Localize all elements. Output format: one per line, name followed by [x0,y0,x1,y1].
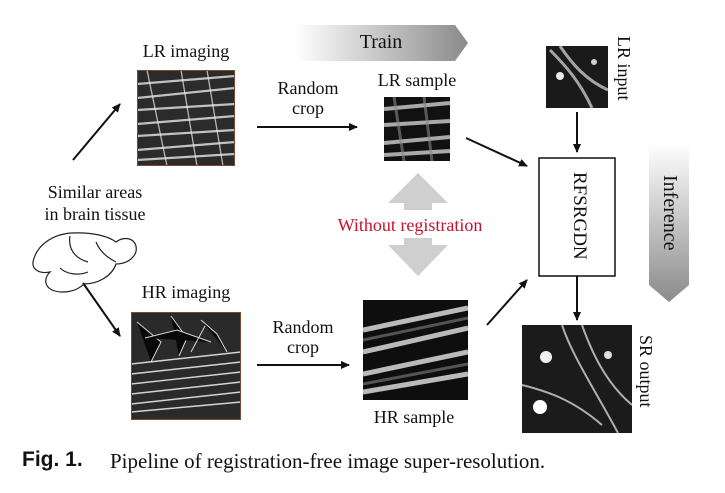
down-gray-arrow [388,238,448,276]
hr-imaging-label: HR imaging [141,282,231,302]
figure-number: Fig. 1. [22,448,83,471]
arrow-hrsample-to-net [486,279,528,326]
hr-sample-image [363,300,468,400]
train-label: Train [359,31,403,53]
random-crop-hr-line1: Random [272,317,334,337]
lr-sample-image [384,97,450,161]
sr-output-image [522,325,632,433]
network-label: RFSRGDN [569,172,590,260]
arrow-lrsample-to-net [465,137,528,167]
network-box [538,157,616,277]
inference-banner-arrow [649,143,689,302]
random-crop-lr-line2: crop [292,98,324,118]
figure-caption: Pipeline of registration-free image supe… [110,449,546,473]
hr-sample-label: HR sample [373,407,455,427]
inference-label: Inference [659,175,681,251]
without-registration-label: Without registration [337,215,483,235]
train-banner-arrow [295,25,468,61]
arrow-tissue-to-hr [82,282,121,337]
arrow-tissue-to-lr [72,103,121,161]
lr-input-label: LR input [614,36,634,101]
similar-areas-line1: Similar areas [47,182,143,202]
random-crop-hr-line2: crop [287,337,319,357]
lr-imaging-image [137,70,235,166]
up-gray-arrow [388,173,448,210]
lr-sample-label: LR sample [377,70,457,90]
sr-output-label: SR output [636,335,656,408]
brain-sketch-icon [32,232,137,293]
lr-input-image [546,46,608,108]
similar-areas-line2: in brain tissue [44,204,146,224]
lr-imaging-label: LR imaging [142,41,230,61]
random-crop-lr-line1: Random [277,78,339,98]
hr-imaging-image [131,312,241,420]
